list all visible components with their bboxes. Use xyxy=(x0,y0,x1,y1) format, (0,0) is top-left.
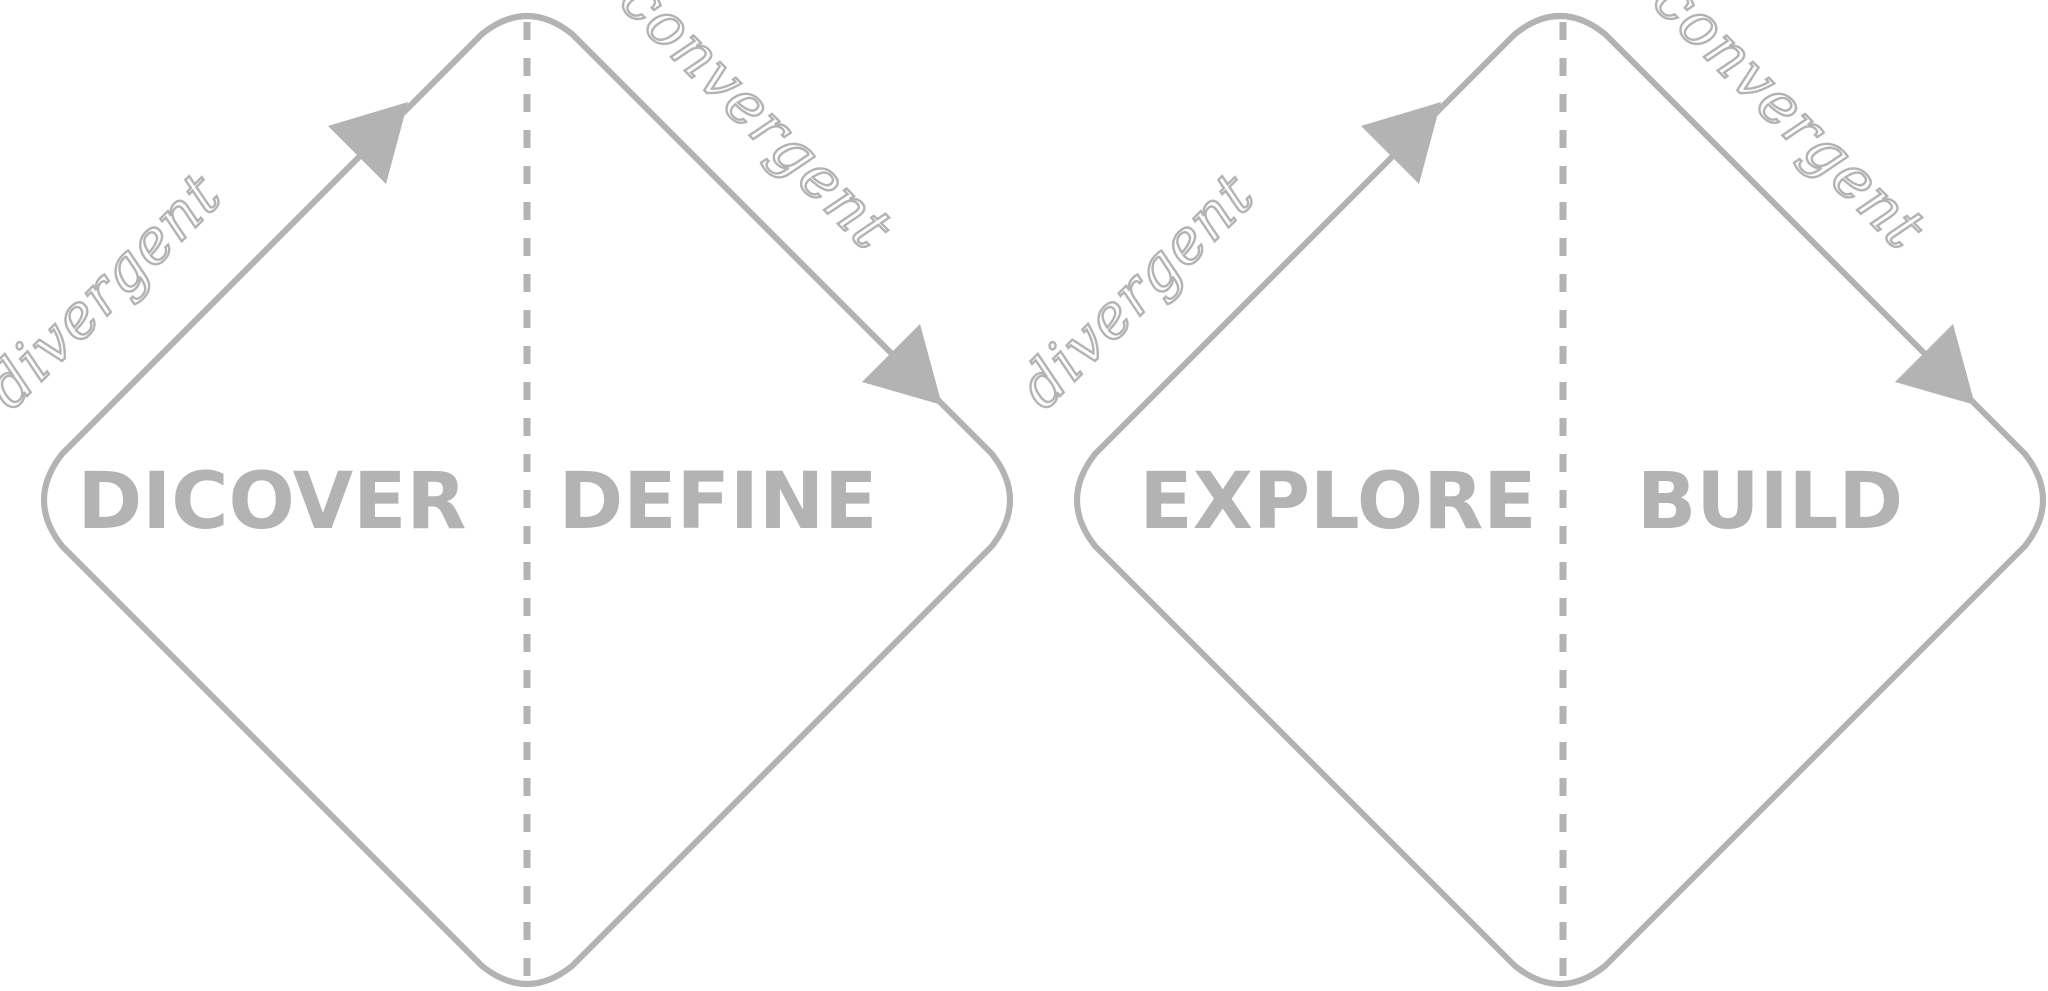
convergent-arrowhead xyxy=(862,324,942,405)
diamond-discover-define: DICOVER DEFINE divergent convergent xyxy=(0,0,1013,987)
phase-label-define: DEFINE xyxy=(559,457,878,547)
phase-label-discover: DICOVER xyxy=(78,457,467,547)
convergent-label: convergent xyxy=(1640,0,1939,263)
divergent-arrowhead xyxy=(1361,102,1441,184)
convergent-arrowhead xyxy=(1895,324,1975,405)
divergent-label: divergent xyxy=(1006,160,1269,423)
diamond-explore-build: EXPLORE BUILD divergent convergent xyxy=(1004,0,2046,987)
phase-label-explore: EXPLORE xyxy=(1139,457,1536,547)
diamond-outline xyxy=(1074,13,2046,987)
diamond-outline xyxy=(41,13,1013,987)
divergent-label: divergent xyxy=(0,160,235,423)
phase-label-build: BUILD xyxy=(1637,457,1903,547)
divergent-arrowhead xyxy=(328,102,408,184)
convergent-label: convergent xyxy=(607,0,906,263)
